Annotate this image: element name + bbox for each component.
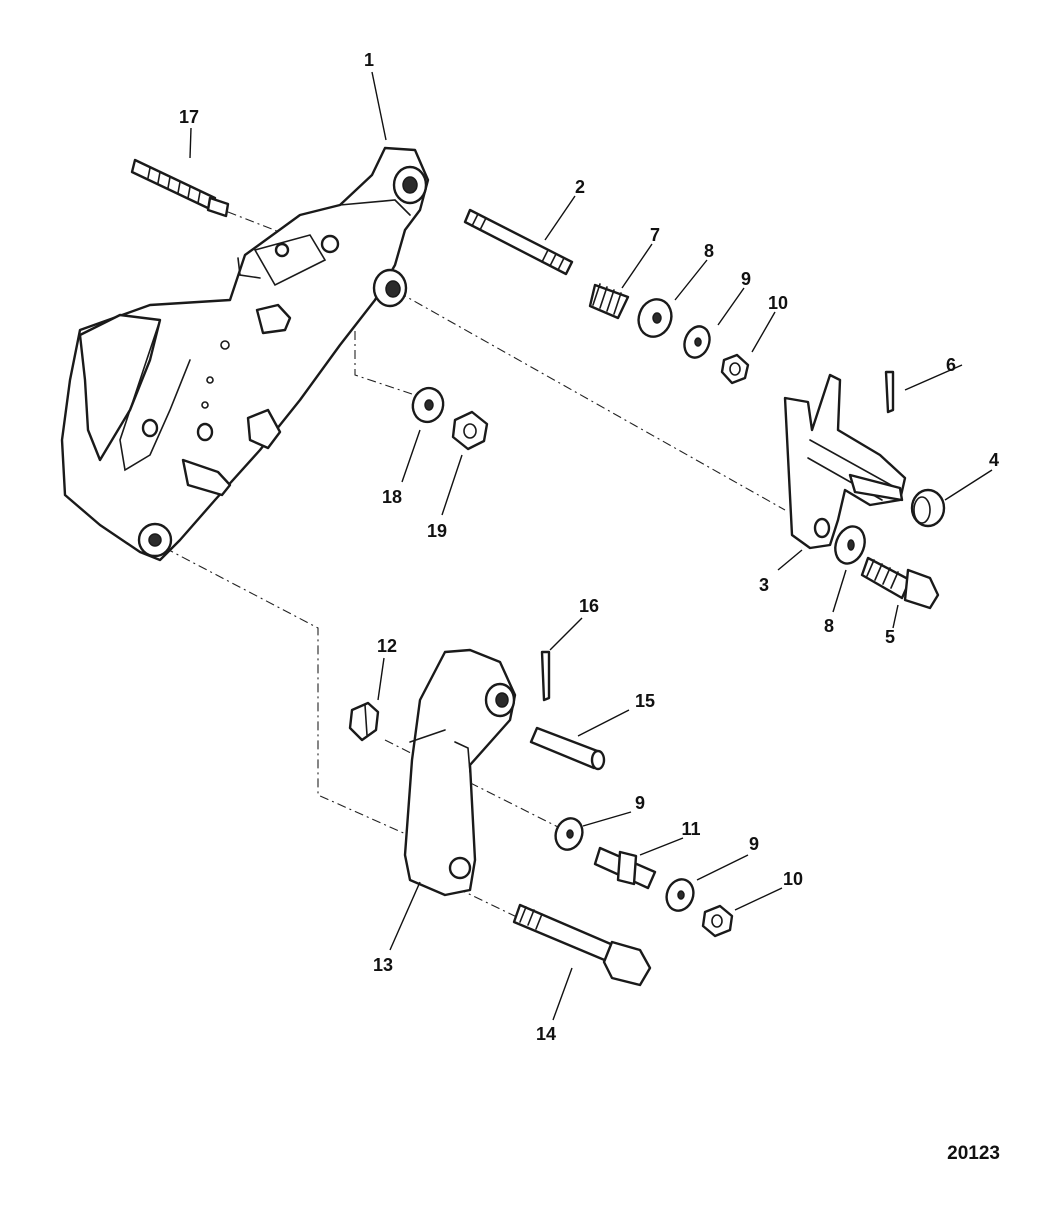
cap-part-4 xyxy=(910,488,946,528)
cotter-pin-part-16 xyxy=(540,650,551,702)
callout-10-top: 10 xyxy=(768,293,788,313)
callout-14: 14 xyxy=(536,1024,556,1044)
washer-part-9-lower xyxy=(665,878,695,912)
callout-19: 19 xyxy=(427,521,447,541)
stud-part-11 xyxy=(593,846,657,890)
callout-1: 1 xyxy=(364,50,374,70)
callout-11: 11 xyxy=(681,819,700,839)
callout-9-top: 9 xyxy=(741,269,751,289)
cotter-pin-part-6 xyxy=(884,370,895,414)
callout-13: 13 xyxy=(373,955,393,975)
callout-8-right: 8 xyxy=(824,616,834,636)
callout-5: 5 xyxy=(885,627,895,647)
pin-part-2 xyxy=(463,208,574,276)
washer-part-9-middle xyxy=(554,817,584,851)
bolt-part-5 xyxy=(860,556,940,610)
washer-part-8-top xyxy=(637,298,673,338)
callout-9-lower: 9 xyxy=(749,834,759,854)
callout-6: 6 xyxy=(946,355,956,375)
spring-part-7 xyxy=(588,283,630,320)
lever-arm-part-13 xyxy=(403,648,517,897)
callout-15: 15 xyxy=(635,691,655,711)
nut-part-10-top xyxy=(720,353,750,385)
washer-part-9-top xyxy=(683,325,711,359)
main-bracket-part xyxy=(60,146,430,562)
pin-part-15 xyxy=(529,726,606,771)
washer-part-8-right xyxy=(834,525,866,565)
callout-9-middle: 9 xyxy=(635,793,645,813)
callout-17: 17 xyxy=(179,107,199,127)
callout-labels: 1 17 2 7 8 9 10 6 4 18 19 3 8 5 16 12 15… xyxy=(179,50,999,1044)
washer-part-18 xyxy=(411,386,445,424)
nut-part-19 xyxy=(451,410,489,451)
threaded-rod-part-17 xyxy=(130,158,230,218)
callout-8-top: 8 xyxy=(704,241,714,261)
figure-id: 20123 xyxy=(947,1143,1000,1164)
callout-12: 12 xyxy=(377,636,397,656)
latch-part-3 xyxy=(783,373,907,550)
bolt-part-14 xyxy=(512,903,652,987)
clip-part-12 xyxy=(348,701,380,742)
callout-7: 7 xyxy=(650,225,660,245)
callout-18: 18 xyxy=(382,487,402,507)
nut-part-10-lower xyxy=(701,904,734,938)
callout-10-lower: 10 xyxy=(783,869,803,889)
callout-3: 3 xyxy=(759,575,769,595)
callout-2: 2 xyxy=(575,177,585,197)
leader-lines xyxy=(189,71,993,1021)
callout-4: 4 xyxy=(989,450,999,470)
callout-16: 16 xyxy=(579,596,599,616)
